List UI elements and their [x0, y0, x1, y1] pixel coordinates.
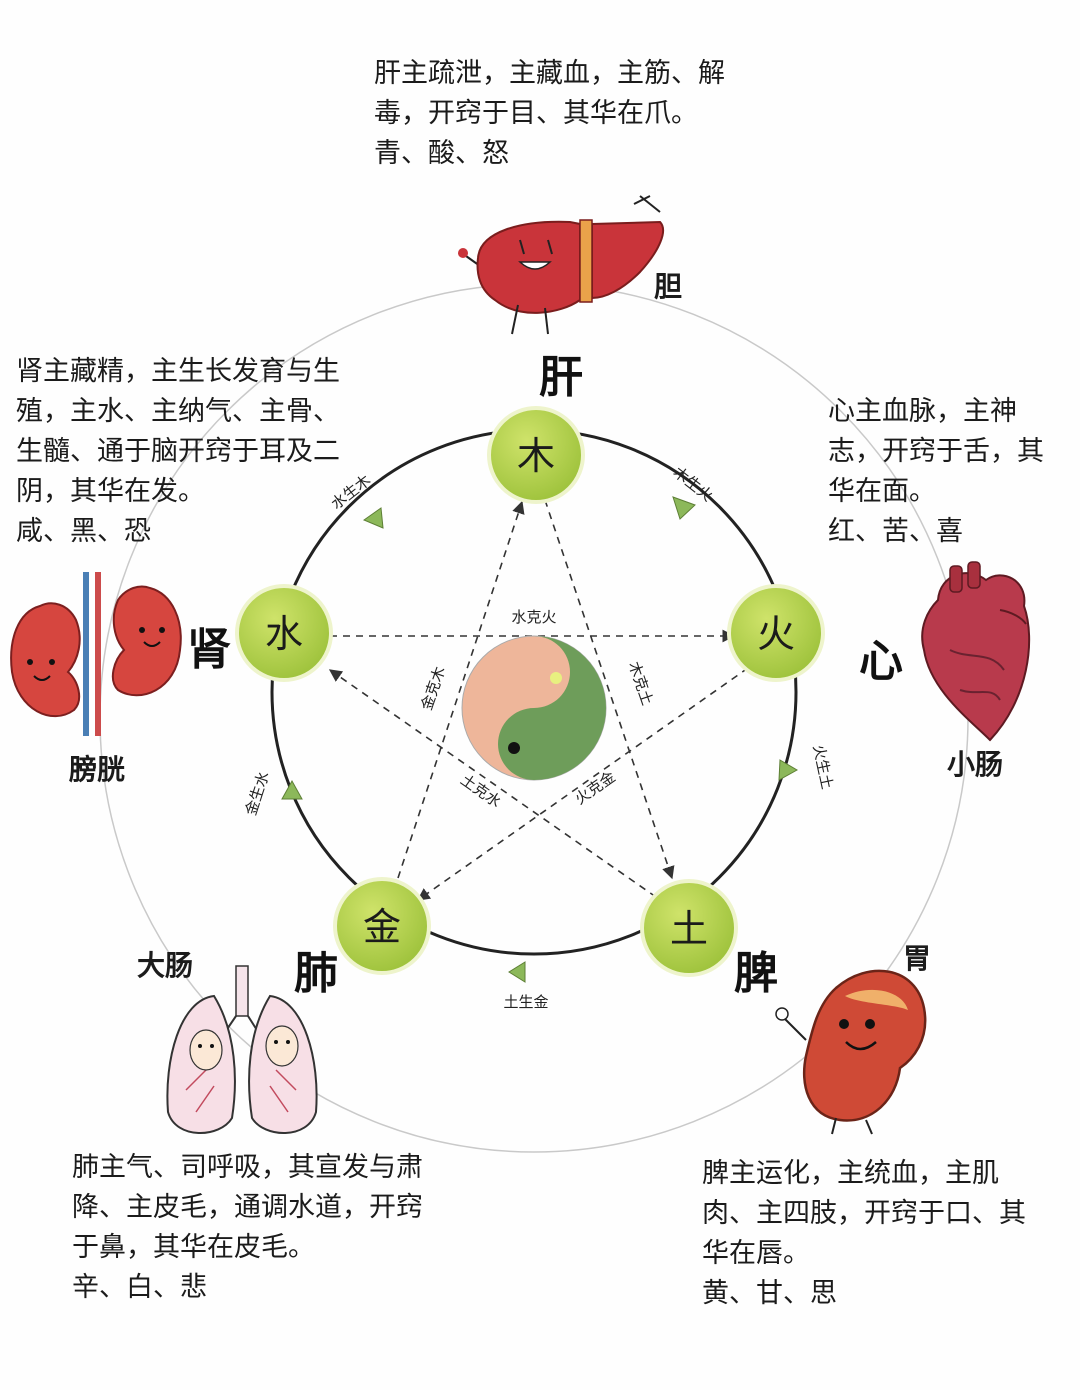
- arrow-water-wood: [362, 507, 384, 529]
- label-metal-water: 金生水: [242, 769, 273, 817]
- fu-bladder: 膀胱: [68, 753, 125, 786]
- organ-kidney: 肾: [187, 624, 231, 675]
- node-water-label: 水: [265, 612, 303, 656]
- desc-kidney-line: 阴，其华在发。: [16, 476, 205, 507]
- desc-lung: 肺主气、司呼吸，其宣发与肃 降、主皮毛，通调水道，开窍 于鼻，其华在皮毛。 辛、…: [72, 1148, 423, 1308]
- desc-liver-line: 肝主疏泄，主藏血，主筋、解: [374, 58, 725, 89]
- kidney-cartoon-icon: [10, 572, 182, 736]
- fu-stomach: 胃: [903, 942, 931, 975]
- node-wood: 木: [487, 406, 585, 504]
- organ-heart: 心: [859, 636, 903, 687]
- label-metal-wood: 金克木: [417, 664, 449, 712]
- node-metal-label: 金: [363, 905, 401, 949]
- desc-liver-line: 青、酸、怒: [374, 138, 509, 169]
- label-earth-water: 土克水: [457, 771, 504, 812]
- desc-kidney: 肾主藏精，主生长发育与生 殖，主水、主纳气、主骨、 生髓、通于脑开窍于耳及二 阴…: [16, 352, 340, 552]
- desc-lung-line: 肺主气、司呼吸，其宣发与肃: [72, 1152, 423, 1183]
- fu-large-intestine: 大肠: [137, 949, 193, 982]
- organ-spleen: 脾: [734, 948, 778, 999]
- organ-lung: 肺: [294, 948, 338, 999]
- label-water-fire: 水克火: [511, 608, 556, 626]
- desc-liver: 肝主疏泄，主藏血，主筋、解 毒，开窍于目、其华在爪。 青、酸、怒: [374, 54, 725, 174]
- organ-liver: 肝: [539, 352, 583, 403]
- desc-spleen-line: 脾主运化，主统血，主肌: [702, 1158, 999, 1189]
- desc-spleen-line: 华在唇。: [702, 1238, 810, 1269]
- arrow-earth-metal: [508, 961, 526, 983]
- desc-liver-line: 毒，开窍于目、其华在爪。: [374, 98, 698, 129]
- arrow-metal-water: [281, 779, 303, 800]
- fu-small-intestine: 小肠: [947, 748, 1003, 781]
- label-wood-earth: 木克土: [625, 659, 657, 707]
- ke-line-wood-earth: [544, 499, 675, 880]
- desc-kidney-line: 生髓、通于脑开窍于耳及二: [16, 436, 340, 467]
- ke-line-metal-wood: [397, 500, 525, 879]
- node-earth-label: 土: [670, 907, 708, 951]
- desc-heart: 心主血脉，主神 志，开窍于舌，其 华在面。 红、苦、喜: [828, 392, 1044, 552]
- desc-lung-line: 降、主皮毛，通调水道，开窍: [72, 1192, 423, 1223]
- desc-heart-line: 心主血脉，主神: [828, 396, 1017, 427]
- desc-kidney-line: 殖，主水、主纳气、主骨、: [16, 396, 340, 427]
- node-fire-label: 火: [757, 612, 795, 656]
- desc-lung-line: 辛、白、悲: [72, 1272, 207, 1303]
- node-metal: 金: [333, 877, 431, 975]
- stomach-cartoon-icon: [775, 969, 927, 1135]
- desc-heart-line: 志，开窍于舌，其: [828, 436, 1044, 467]
- ke-line-fire-metal: [416, 667, 749, 901]
- liver-cartoon-icon: [458, 195, 665, 335]
- node-fire: 火: [727, 584, 825, 682]
- ke-line-earth-water: [328, 669, 657, 898]
- lungs-cartoon-icon: [166, 965, 318, 1134]
- desc-spleen: 脾主运化，主统血，主肌 肉、主四肢，开窍于口、其 华在唇。 黄、甘、思: [702, 1154, 1026, 1314]
- arrow-fire-earth: [778, 759, 799, 781]
- desc-lung-line: 于鼻，其华在皮毛。: [72, 1232, 315, 1263]
- label-fire-earth: 火生土: [809, 743, 836, 791]
- label-fire-metal: 火克金: [572, 768, 619, 809]
- arrow-wood-fire: [672, 496, 696, 520]
- node-earth: 土: [640, 879, 738, 977]
- node-water: 水: [235, 584, 333, 682]
- desc-kidney-line: 肾主藏精，主生长发育与生: [16, 356, 340, 387]
- desc-kidney-line: 咸、黑、恐: [16, 516, 151, 547]
- desc-spleen-line: 肉、主四肢，开窍于口、其: [702, 1198, 1026, 1229]
- desc-spleen-line: 黄、甘、思: [702, 1278, 837, 1309]
- desc-heart-line: 华在面。: [828, 476, 936, 507]
- desc-heart-line: 红、苦、喜: [828, 516, 963, 547]
- node-wood-label: 木: [517, 434, 555, 478]
- fu-gallbladder: 胆: [654, 270, 682, 303]
- heart-anatomical-icon: [921, 561, 1031, 742]
- label-earth-metal: 土生金: [503, 993, 548, 1011]
- yin-yang-icon: [461, 635, 607, 781]
- generating-arrows: [281, 496, 799, 983]
